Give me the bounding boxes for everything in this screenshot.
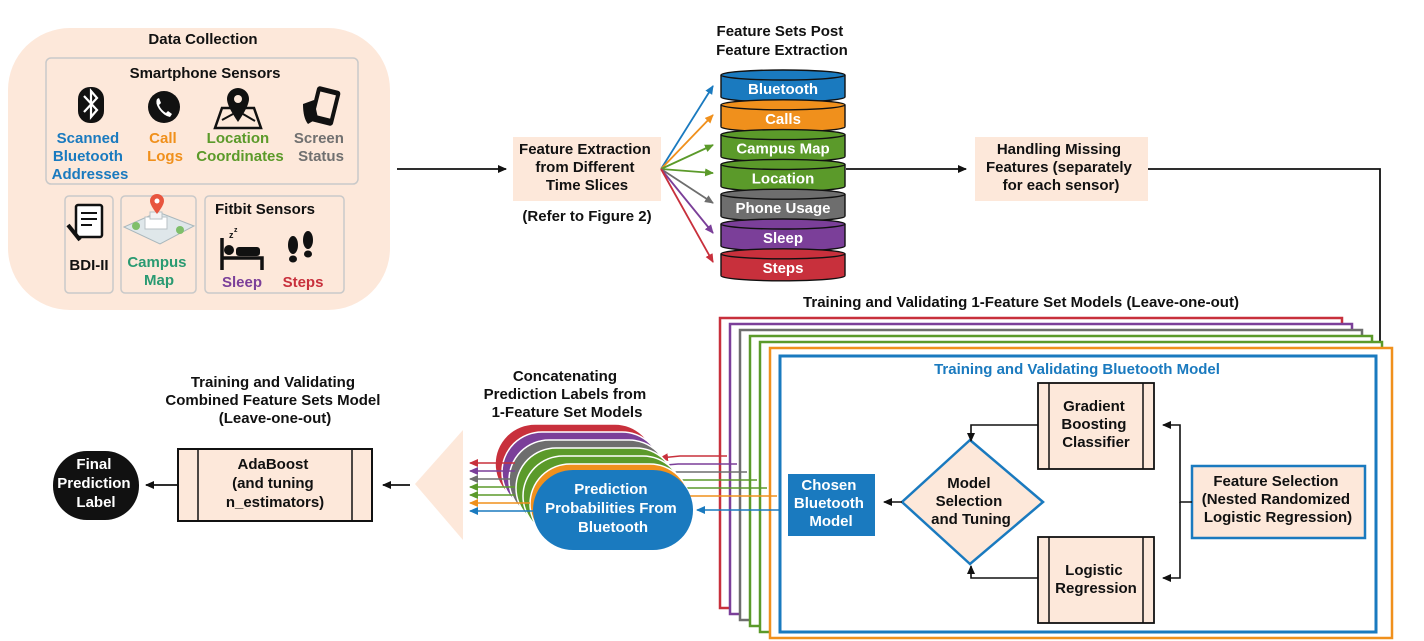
sensor-label-screen: Screen Status (294, 130, 348, 165)
chosen-model-box: Chosen Bluetooth Model (788, 474, 875, 536)
bluetooth-prediction-pill: Prediction Probabilities From Bluetooth (533, 470, 693, 550)
footsteps-icon (288, 231, 313, 263)
feature-set-cylinder: Campus Map (720, 128, 846, 163)
bluetooth-model-title: Training and Validating Bluetooth Model (934, 361, 1220, 378)
smartphone-sensors-title: Smartphone Sensors (130, 65, 281, 82)
model-selection-diamond: Model Selection and Tuning (900, 438, 1045, 566)
feature-set-label: Location (752, 170, 815, 187)
bluetooth-model-panel: Training and Validating Bluetooth Model … (778, 354, 1378, 634)
fitbit-sensors-group: Fitbit Sensors z z Sleep Steps (204, 195, 345, 294)
feature-set-label: Calls (765, 111, 801, 128)
map-pin-icon (213, 88, 263, 130)
bdi-label: BDI-II (69, 257, 108, 274)
bluetooth-icon (78, 87, 104, 123)
concat-title: Concatenating Prediction Labels from 1-F… (484, 368, 651, 421)
fitbit-label-steps: Steps (283, 274, 324, 291)
logistic-regression-label: Logistic Regression (1055, 562, 1137, 597)
sleep-icon: z z (220, 227, 264, 270)
chosen-model-label: Chosen Bluetooth Model (794, 477, 868, 530)
stack-output-line (659, 453, 727, 462)
data-collection-title: Data Collection (148, 31, 257, 48)
feature-set-cylinder: Bluetooth (720, 69, 846, 103)
concat-funnel (415, 430, 463, 540)
figure-reference-note: (Refer to Figure 2) (522, 208, 651, 225)
adaboost-label: AdaBoost (and tuning n_estimators) (226, 456, 324, 511)
gradient-boosting-label: Gradient Boosting Classifier (1061, 398, 1130, 451)
feature-selection-label: Feature Selection (Nested Randomized Log… (1202, 473, 1355, 526)
feature-set-label: Phone Usage (735, 200, 830, 217)
feature-set-label: Steps (763, 260, 804, 277)
missing-features-box: Handling Missing Features (separately fo… (975, 137, 1148, 201)
bdi-box: BDI-II (64, 195, 114, 294)
feature-set-label: Bluetooth (748, 81, 818, 98)
feature-set-label: Sleep (763, 230, 803, 247)
sensor-label-calls: Call Logs (147, 130, 183, 165)
logistic-regression-box: Logistic Regression (1037, 536, 1155, 624)
feature-set-cylinder: Sleep (720, 218, 846, 252)
pill-output-arrows (469, 459, 533, 515)
fitbit-sensors-title: Fitbit Sensors (215, 201, 315, 218)
phone-screen-icon (303, 86, 341, 126)
sensor-label-bluetooth: Scanned Bluetooth Addresses (52, 130, 129, 183)
svg-text:z: z (234, 227, 238, 234)
feature-sets-title: Feature Sets Post Feature Extraction (716, 23, 848, 59)
final-label-text: Final Prediction Label (57, 456, 135, 511)
phone-icon (148, 91, 180, 123)
campus-map-label: Campus Map (127, 254, 190, 289)
feature-set-cylinder: Steps (720, 248, 846, 282)
feature-set-cylinder: Location (720, 158, 846, 193)
model-selection-label: Model Selection and Tuning (931, 475, 1011, 528)
svg-text:z: z (229, 230, 234, 240)
questionnaire-icon (66, 203, 104, 242)
training-stack-title: Training and Validating 1-Feature Set Mo… (803, 294, 1239, 311)
adaboost-box: AdaBoost (and tuning n_estimators) (177, 448, 373, 522)
bluetooth-prediction-label: Prediction Probabilities From Bluetooth (545, 481, 681, 536)
campus-map-box: Campus Map (120, 194, 197, 294)
data-collection-panel: Data Collection Smartphone Sensors Scann… (8, 28, 390, 310)
model-internal-arrows (883, 421, 1192, 582)
gradient-boosting-box: Gradient Boosting Classifier (1037, 382, 1155, 470)
feature-set-cylinder: Phone Usage (720, 188, 846, 222)
feature-extraction-label: Feature Extraction from Different Time S… (519, 141, 655, 194)
sensor-label-location: Location Coordinates (196, 130, 284, 165)
campus-map-icon (122, 194, 196, 245)
feature-extraction-box: Feature Extraction from Different Time S… (513, 137, 661, 201)
feature-selection-box: Feature Selection (Nested Randomized Log… (1190, 464, 1367, 540)
fan-arrows (660, 85, 714, 263)
smartphone-sensors-group: Smartphone Sensors Scanned Bluetooth Add… (45, 57, 359, 185)
fitbit-label-sleep: Sleep (222, 274, 262, 291)
final-label-pill: Final Prediction Label (53, 451, 139, 520)
missing-features-label: Handling Missing Features (separately fo… (986, 141, 1136, 194)
feature-set-cylinder: Calls (720, 99, 846, 133)
feature-set-label: Campus Map (736, 141, 829, 158)
combined-title: Training and Validating Combined Feature… (165, 374, 384, 427)
